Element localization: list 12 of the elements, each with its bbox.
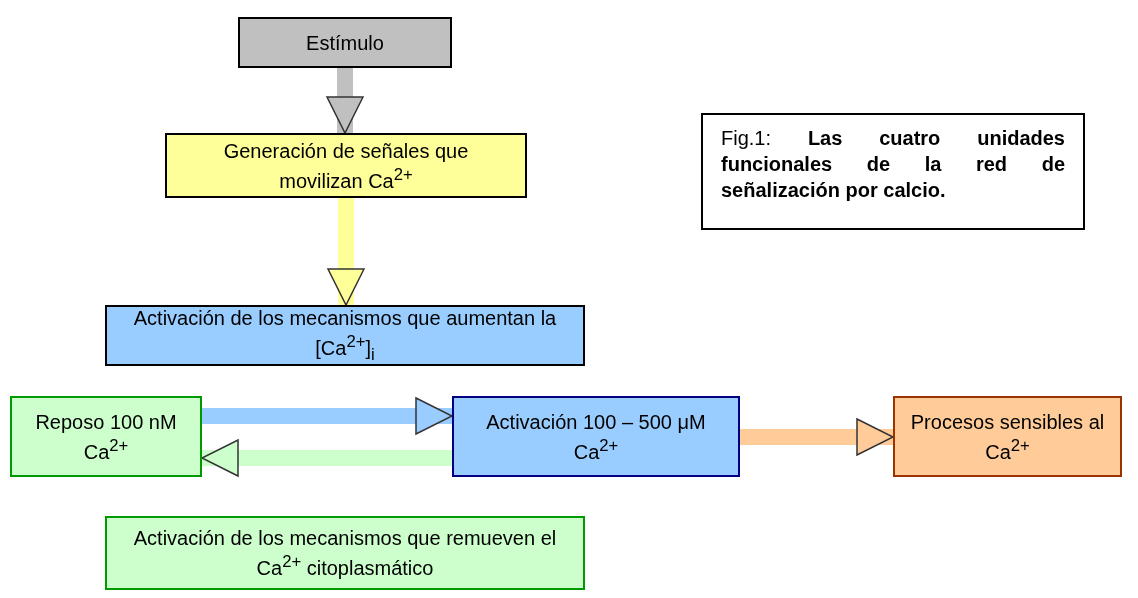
state-box: Activación 100 – 500 μM Ca$^{2+}$ (452, 396, 740, 477)
state-box: Reposo 100 nM Ca$^{2+}$ (10, 396, 202, 477)
block-arrow (326, 68, 364, 134)
process-box: Procesos sensibles al Ca$^{2+}$ (893, 396, 1122, 477)
figure-caption: Fig.1: Las cuatro unidades funcionales de la red de señalización por calcio. (701, 113, 1085, 230)
block-arrow (201, 439, 452, 477)
process-box: Activación de los mecanismos que remueven el Ca$^{2+}$ citoplasmático (105, 516, 585, 590)
process-box: Estímulo (238, 17, 452, 68)
block-arrow (327, 198, 365, 306)
block-arrow (202, 397, 453, 435)
process-box: Generación de señales que movilizan Ca$^{2+}$ (165, 133, 527, 198)
process-box: Activación de los mecanismos que aumentan la [Ca$^{2+}$]$_{i}$ (105, 305, 585, 366)
